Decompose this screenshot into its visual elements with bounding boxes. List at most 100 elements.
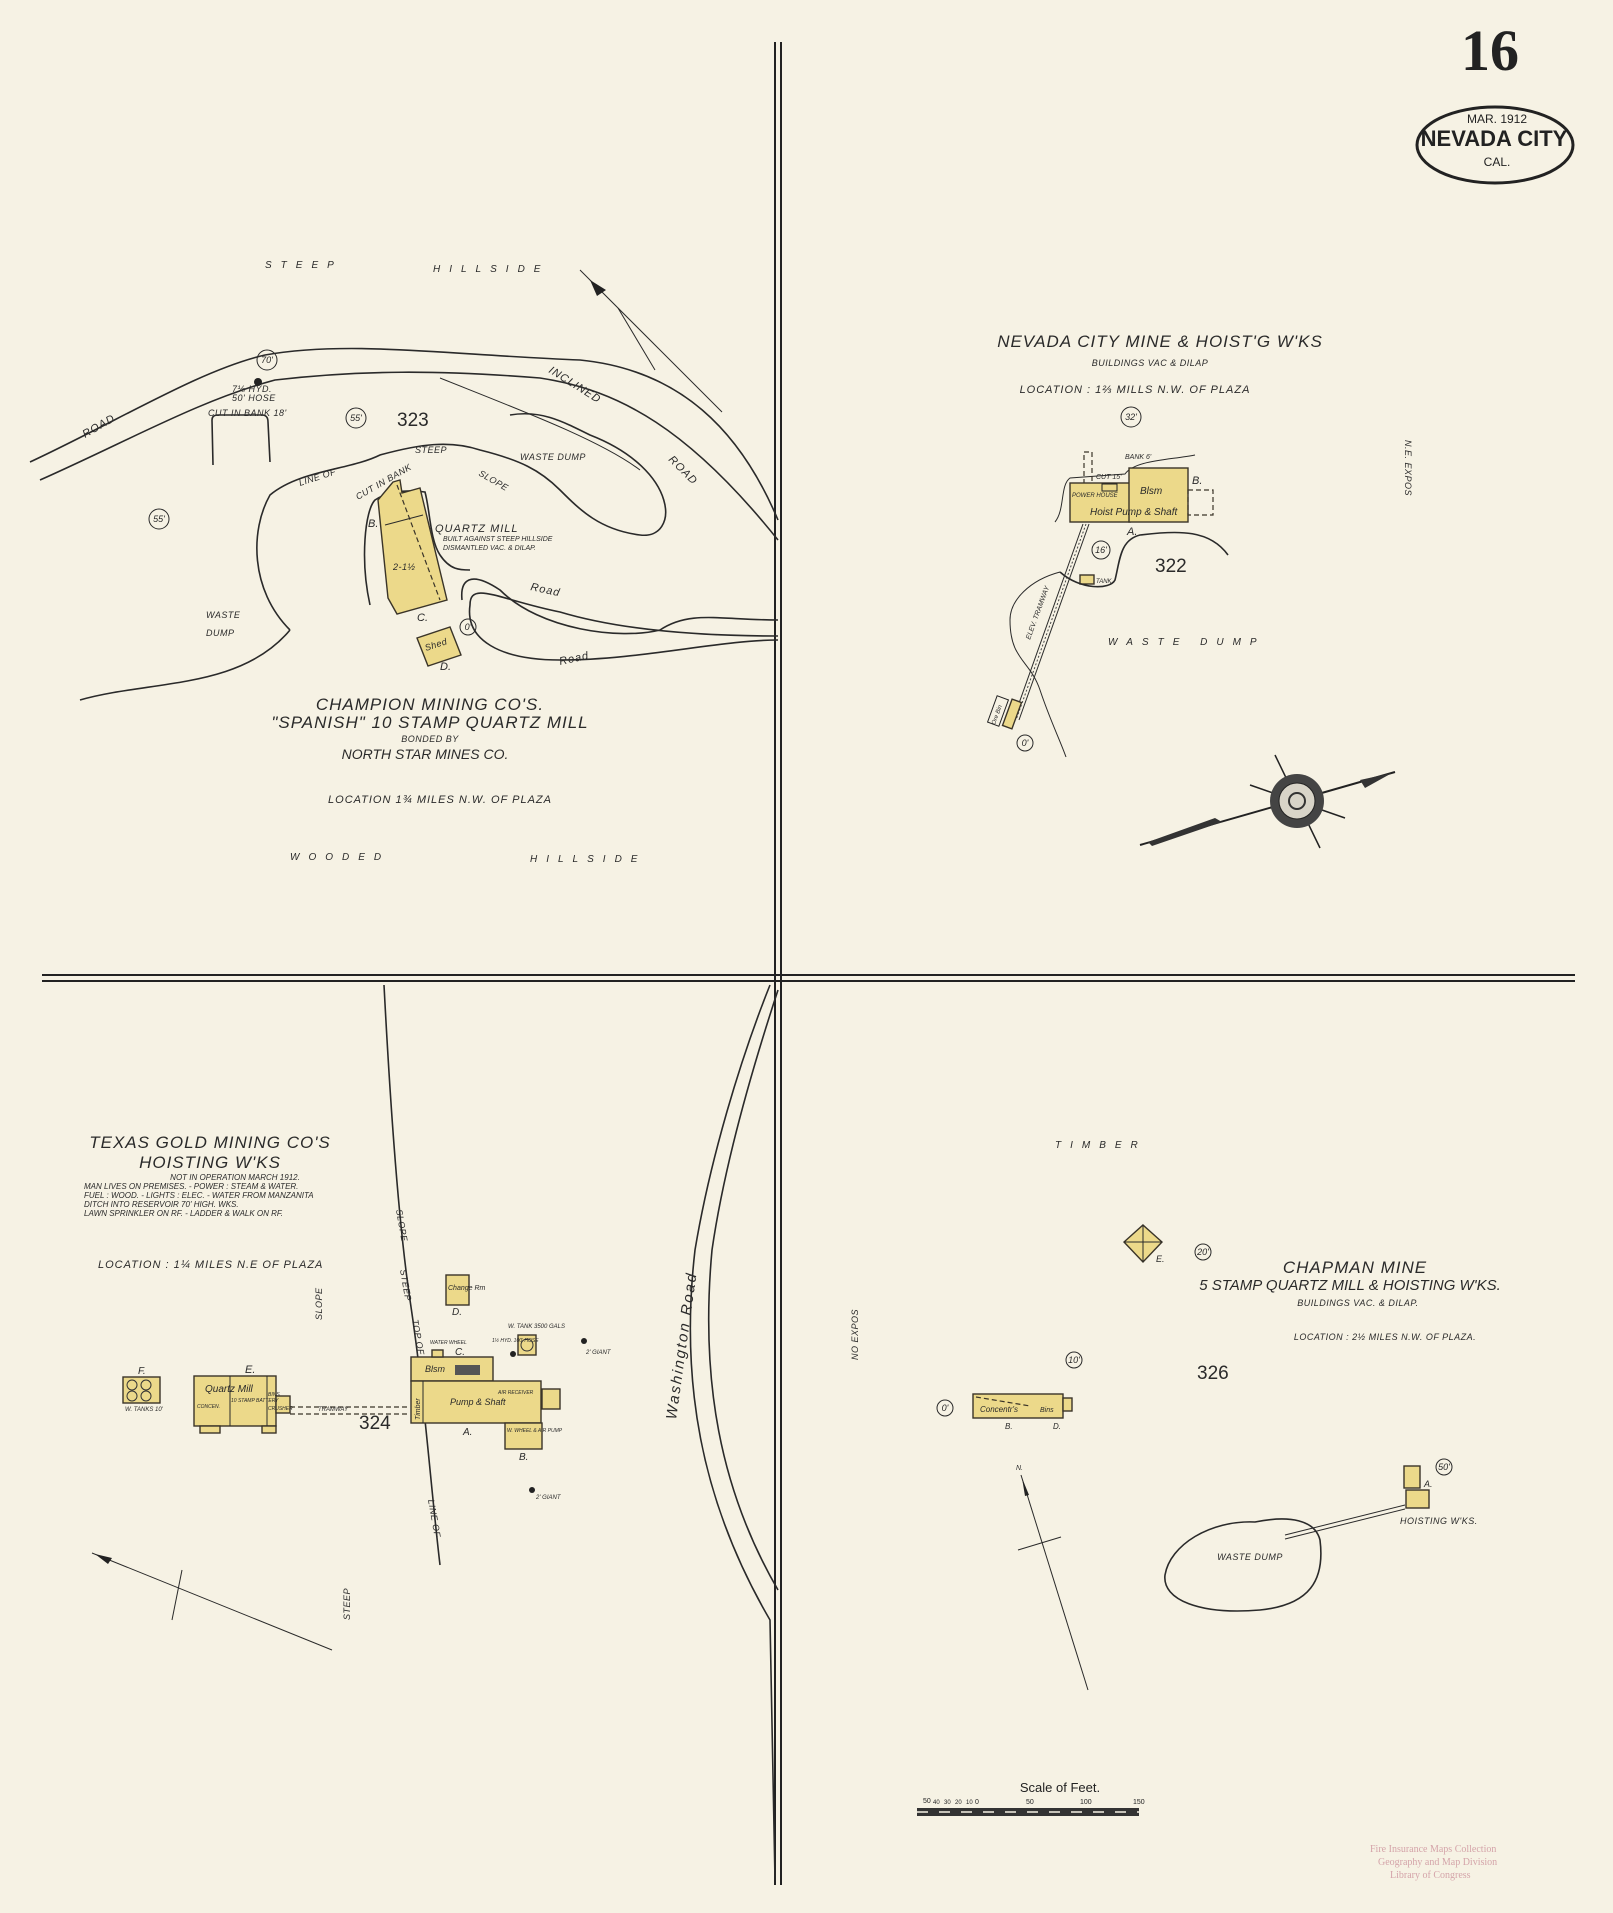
nevada-city-mine-section: NEVADA CITY MINE & HOIST'G W'KS BUILDING…: [986, 332, 1413, 849]
map-label: DUMP: [206, 628, 235, 638]
change-room-building-d: Change Rm: [445, 1274, 486, 1306]
map-label: 1½ HYD. 100' HOSE: [492, 1337, 539, 1344]
giant-nozzle-icon: [581, 1338, 587, 1344]
map-label: 0': [465, 622, 472, 632]
map-label: 10 STAMP BATTERY: [231, 1398, 279, 1404]
map-label: DISMANTLED VAC. & DILAP.: [443, 545, 536, 552]
map-label: N.E. EXPOS: [1403, 440, 1413, 496]
map-label: 0': [1022, 738, 1029, 748]
map-label: FUEL : WOOD. - LIGHTS : ELEC. - WATER FR…: [84, 1191, 314, 1200]
map-label: MAR. 1912: [1467, 112, 1527, 126]
map-label: BANK 6': [1125, 454, 1152, 461]
map-label: Timber: [415, 1398, 422, 1420]
map-label: Blsm: [1140, 486, 1162, 497]
map-label: 50: [1026, 1799, 1034, 1806]
compass-rose-icon: [1139, 754, 1396, 849]
map-label: 50: [923, 1798, 931, 1805]
map-label: E.: [245, 1364, 255, 1376]
north-arrow-icon: N.: [1016, 1465, 1089, 1691]
map-label: Pump & Shaft: [450, 1397, 506, 1407]
map-label: 2' GIANT: [535, 1495, 562, 1501]
shed-building: Shed: [416, 626, 462, 667]
hoist-building-a: Blsm Pump & Shaft Timber WATER WHEEL W. …: [410, 1340, 563, 1450]
map-label: WASTE DUMP: [1108, 637, 1266, 648]
map-label: CUT IN BANK 18': [208, 408, 287, 418]
map-label: 324: [359, 1413, 391, 1434]
map-label: TEXAS GOLD MINING CO'S: [89, 1133, 331, 1152]
map-label: CONCEN.: [197, 1404, 220, 1410]
map-label: BONDED BY: [401, 734, 459, 744]
texas-gold-section: TEXAS GOLD MINING CO'S HOISTING W'KS NOT…: [84, 984, 779, 1881]
map-label: ROAD: [666, 454, 700, 488]
map-label: SLOPE: [314, 1287, 324, 1320]
map-label: WASTE DUMP: [1217, 1552, 1283, 1562]
hoist-building: POWER HOUSE Blsm Hoist Pump & Shaft: [1069, 467, 1214, 523]
quartz-mill-building: 2-1½: [377, 479, 448, 615]
map-label: Library of Congress: [1390, 1870, 1471, 1881]
tramway: [1012, 523, 1090, 721]
map-label: 20: [955, 1800, 962, 1806]
map-label: WATER WHEEL: [430, 1340, 467, 1346]
quartz-mill-building-e: Quartz Mill CONCEN. 10 STAMP BATTERY BIN…: [193, 1375, 293, 1434]
hydrant-icon: [254, 378, 262, 386]
map-label: B.: [368, 518, 378, 530]
map-label: CRUSHER: [268, 1406, 293, 1412]
map-label: D.: [440, 661, 451, 673]
map-label: 7⅛ HYD.: [232, 384, 272, 394]
map-label: NO EXPOS: [850, 1309, 860, 1360]
map-label: LOCATION 1¾ MILES N.W. OF PLAZA: [328, 794, 552, 806]
map-label: Concentr's: [980, 1405, 1018, 1414]
map-label: D.: [452, 1307, 462, 1318]
map-label: 322: [1155, 556, 1187, 577]
map-label: 323: [397, 410, 429, 431]
map-label: 0': [942, 1403, 949, 1413]
map-label: INCLINED: [546, 364, 603, 406]
map-label: DITCH INTO RESERVOIR 70' HIGH. WKS.: [84, 1200, 239, 1209]
map-label: Bins: [1040, 1407, 1054, 1414]
map-label: Road: [558, 650, 590, 668]
map-label: 326: [1197, 1363, 1229, 1384]
map-label: STEEP: [342, 1588, 352, 1620]
map-label: CAL.: [1484, 155, 1511, 169]
map-label: NEVADA CITY MINE & HOIST'G W'KS: [997, 332, 1323, 351]
map-label: CHAMPION MINING CO'S.: [316, 695, 544, 714]
concentrator-building: Concentr's Bins: [972, 1393, 1073, 1419]
map-label: B.: [519, 1452, 528, 1463]
map-label: E.: [1156, 1254, 1165, 1264]
map-label: BINS: [268, 1392, 280, 1398]
quadrant-dividers: [42, 42, 1575, 1885]
map-label: Hoist Pump & Shaft: [1090, 507, 1178, 518]
map-label: LOCATION : 2½ MILES N.W. OF PLAZA.: [1294, 1332, 1476, 1342]
map-label: F.: [138, 1366, 146, 1377]
map-label: Geography and Map Division: [1378, 1857, 1497, 1868]
map-label: D.: [1053, 1422, 1061, 1431]
map-label: 50': [1438, 1462, 1450, 1472]
map-label: 70': [261, 355, 273, 365]
map-label: 50' HOSE: [232, 393, 276, 403]
map-label: HOISTING W'KS: [139, 1153, 281, 1172]
scale-bar: Scale of Feet. 50 40 30 20 10 0 50 100 1…: [917, 1780, 1145, 1816]
map-label: HILLSIDE: [433, 264, 549, 275]
city-seal: MAR. 1912 NEVADA CITY CAL.: [1415, 105, 1575, 185]
building-e: [1122, 1224, 1164, 1264]
map-label: SLOPE: [477, 468, 511, 493]
map-label: C.: [455, 1347, 465, 1358]
map-label: Scale of Feet.: [1020, 1780, 1100, 1795]
map-label: N.: [1016, 1465, 1023, 1472]
map-label: NORTH STAR MINES CO.: [342, 746, 509, 762]
map-label: Quartz Mill: [205, 1384, 254, 1395]
map-label: LINE OF: [298, 466, 338, 487]
map-label: W. TANKS 10': [125, 1407, 164, 1413]
map-label: 150: [1133, 1799, 1145, 1806]
map-label: Fire Insurance Maps Collection: [1370, 1844, 1496, 1855]
north-arrow-icon: [579, 269, 723, 413]
map-label: CUT 15': [1096, 474, 1122, 481]
map-label: LOCATION : 1⅔ MILLS N.W. OF PLAZA: [1020, 384, 1251, 396]
map-label: B.: [1005, 1422, 1013, 1431]
map-label: STEEP: [265, 260, 343, 271]
map-label: 30: [944, 1800, 951, 1806]
page-number: 16: [1461, 18, 1519, 83]
map-label: WASTE DUMP: [520, 452, 586, 462]
